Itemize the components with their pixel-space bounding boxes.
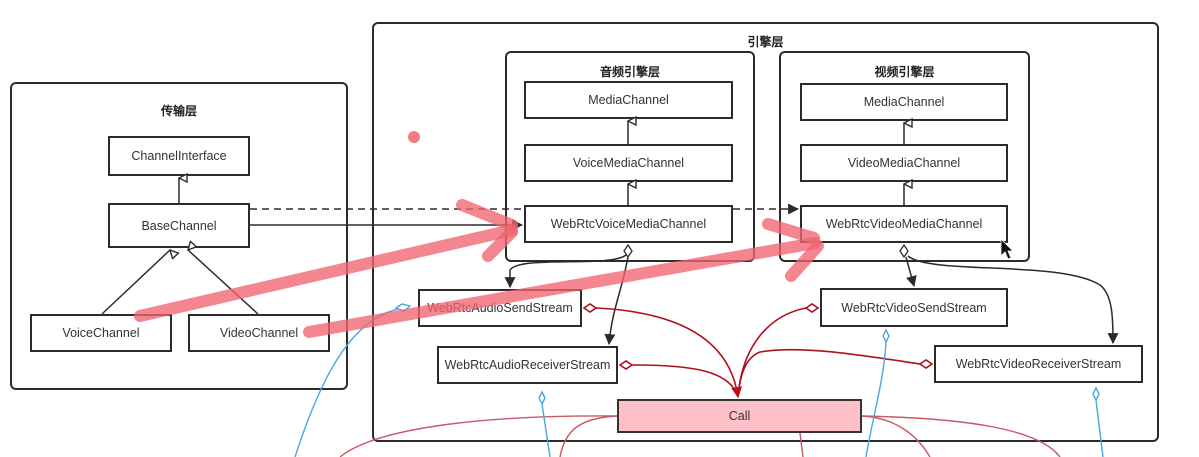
video-engine-title: 视频引擎层 xyxy=(874,65,935,79)
class-video-channel[interactable]: VideoChannel xyxy=(188,314,330,352)
class-base-channel[interactable]: BaseChannel xyxy=(108,203,250,248)
engine-layer-title: 引擎层 xyxy=(747,35,784,49)
class-call[interactable]: Call xyxy=(617,399,862,433)
class-voice-media-channel[interactable]: VoiceMediaChannel xyxy=(524,144,733,182)
class-channel-interface[interactable]: ChannelInterface xyxy=(108,136,250,176)
class-voice-channel[interactable]: VoiceChannel xyxy=(30,314,172,352)
class-audio-media-channel[interactable]: MediaChannel xyxy=(524,81,733,119)
class-video-media-channel-base[interactable]: MediaChannel xyxy=(800,83,1008,121)
class-webrtc-video-media-channel[interactable]: WebRtcVideoMediaChannel xyxy=(800,205,1008,243)
class-video-media-channel[interactable]: VideoMediaChannel xyxy=(800,144,1008,182)
class-webrtc-voice-media-channel[interactable]: WebRtcVoiceMediaChannel xyxy=(524,205,733,243)
transport-layer-title: 传输层 xyxy=(160,104,197,118)
class-webrtc-audio-receiver-stream[interactable]: WebRtcAudioReceiverStream xyxy=(437,346,618,384)
class-webrtc-audio-send-stream[interactable]: WebRtcAudioSendStream xyxy=(418,289,582,327)
class-webrtc-video-receiver-stream[interactable]: WebRtcVideoReceiverStream xyxy=(934,345,1143,383)
class-webrtc-video-send-stream[interactable]: WebRtcVideoSendStream xyxy=(820,288,1008,327)
audio-engine-title: 音频引擎层 xyxy=(599,65,660,79)
